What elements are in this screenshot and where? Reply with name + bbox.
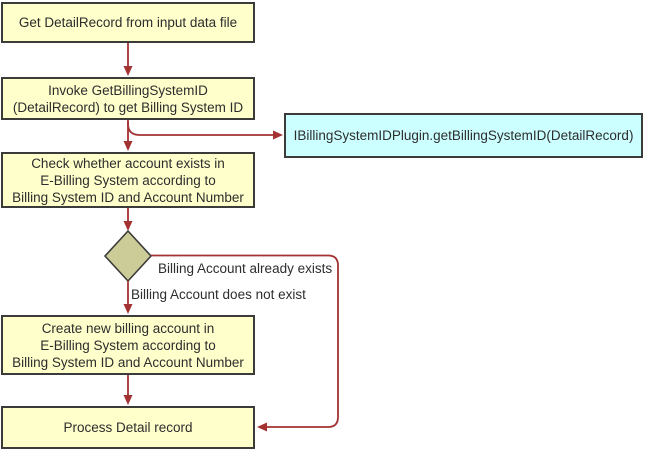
node-get-detail-record: Get DetailRecord from input data file	[1, 2, 255, 43]
node-invoke-text-line2: (DetailRecord) to get Billing System ID	[12, 99, 244, 115]
node-process-detail-record: Process Detail record	[1, 406, 255, 449]
node-invoke-text-line1: Invoke GetBillingSystemID	[48, 82, 208, 98]
arrow-check-to-decision	[123, 208, 133, 231]
arrow-get-to-invoke	[123, 43, 133, 76]
arrow-create-to-process	[123, 375, 133, 405]
node-check-text-line2: E-Billing System according to	[40, 172, 216, 188]
node-plugin-callout-text: IBillingSystemIDPlugin.getBillingSystemI…	[293, 128, 634, 143]
node-plugin-callout: IBillingSystemIDPlugin.getBillingSystemI…	[284, 113, 643, 158]
node-process-text: Process Detail record	[63, 420, 193, 435]
node-get-detail-record-text: Get DetailRecord from input data file	[18, 15, 238, 30]
node-create-billing-account: Create new billing account in E-Billing …	[1, 315, 255, 375]
edge-label-account-does-not-exist: Billing Account does not exist	[131, 287, 306, 302]
arrow-invoke-to-check	[123, 120, 133, 151]
node-check-account-exists: Check whether account exists in E-Billin…	[1, 152, 255, 208]
node-create-text-line2: E-Billing System according to	[40, 337, 216, 353]
node-create-text-line3: Billing System ID and Account Number	[12, 354, 244, 370]
node-invoke-get-billing-system-id: Invoke GetBillingSystemID (DetailRecord)…	[1, 77, 255, 120]
decision-diamond	[103, 229, 153, 283]
node-check-text-line1: Check whether account exists in	[31, 155, 225, 171]
node-create-text-line1: Create new billing account in	[41, 320, 215, 336]
node-check-text-line3: Billing System ID and Account Number	[12, 189, 244, 205]
edge-label-account-already-exists: Billing Account already exists	[158, 261, 333, 276]
arrow-invoke-to-plugin	[127, 122, 283, 140]
